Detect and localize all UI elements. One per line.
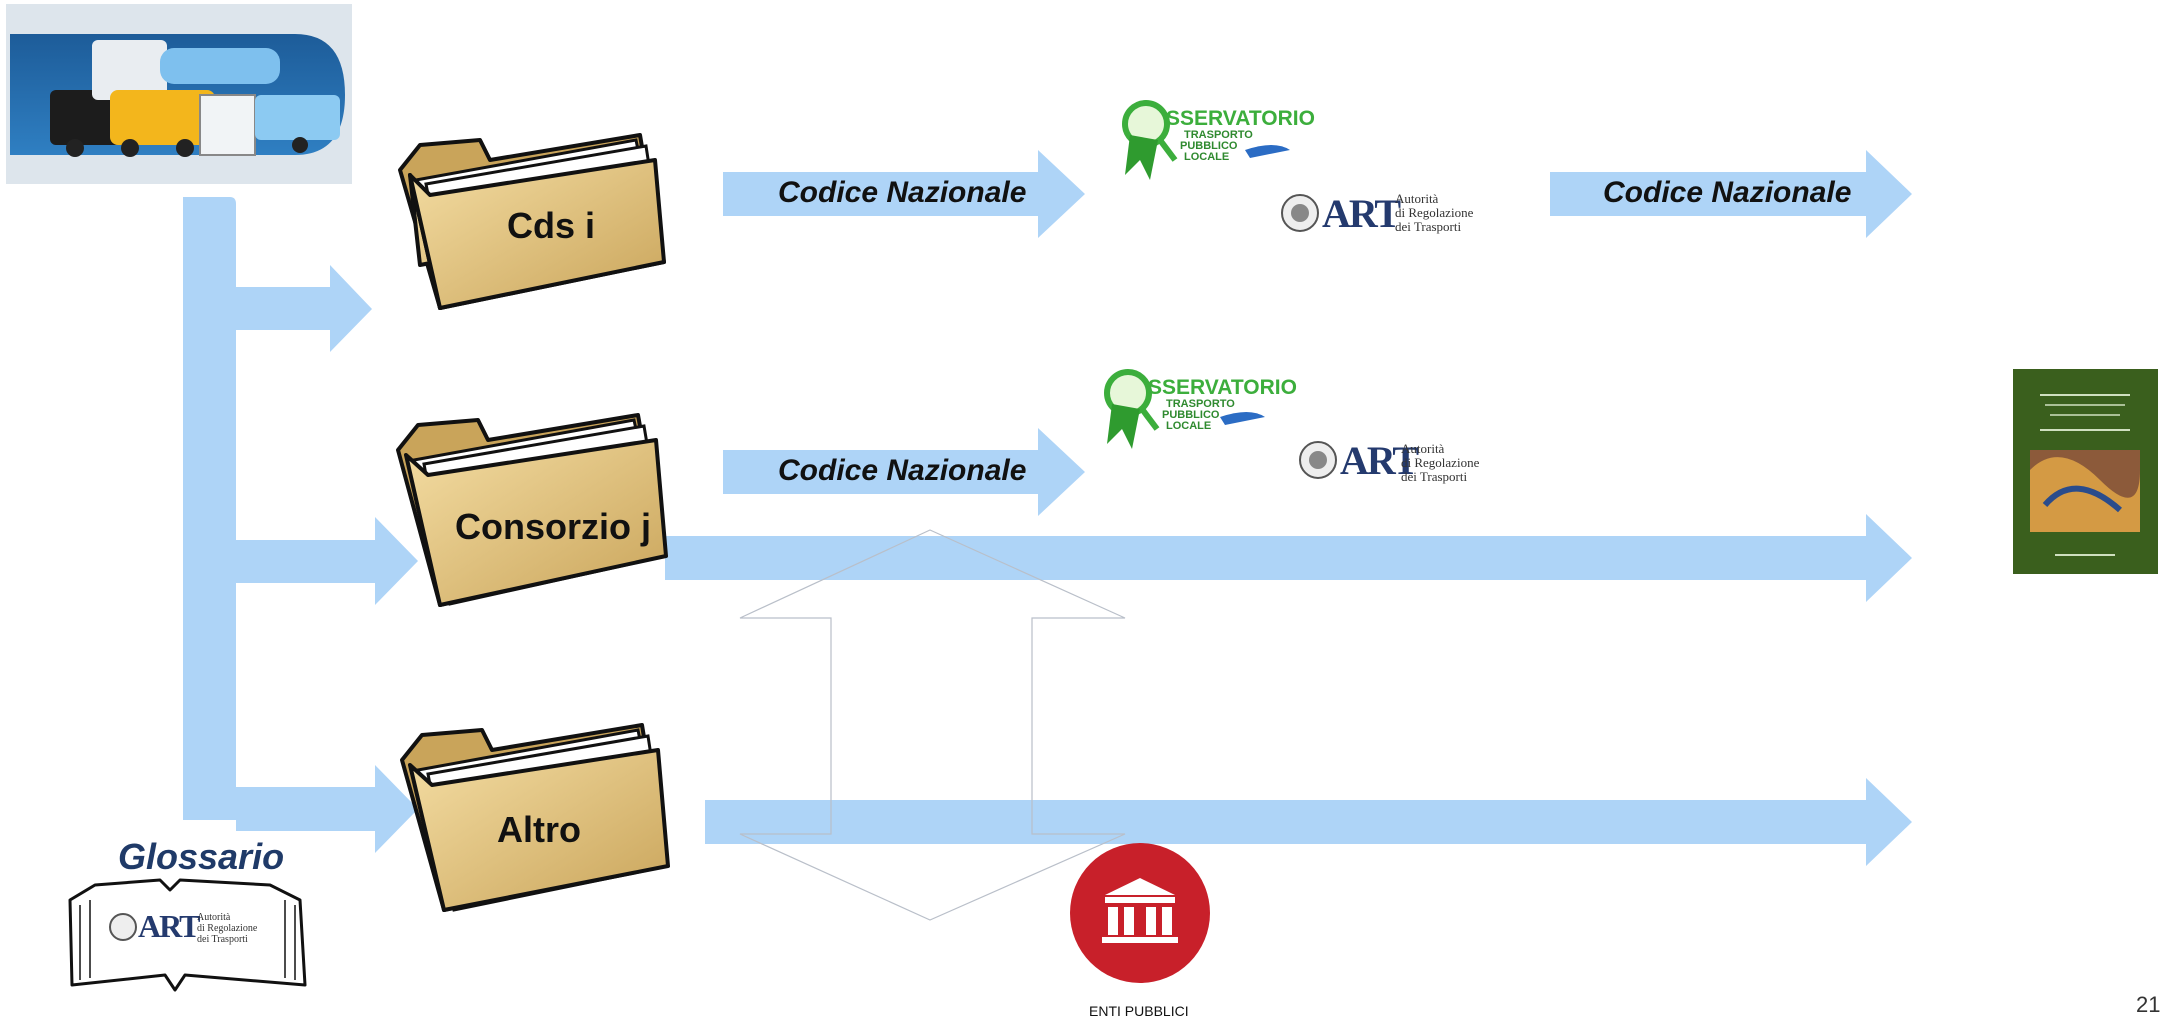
art-mark: ART <box>1322 191 1401 236</box>
branch-arrow-cds <box>236 265 372 352</box>
art-caption-2: Autorità di Regolazione dei Trasporti <box>1401 441 1480 484</box>
art-logo-1: ART <box>1322 190 1401 237</box>
osservatorio-title-2: SSERVATORIO <box>1148 376 1297 399</box>
glossario-art-caption: Autorità di Regolazione dei Trasporti <box>197 912 258 945</box>
outline-double-arrow <box>739 529 1126 921</box>
osservatorio-line2: PUBBLICO <box>1180 140 1238 152</box>
osservatorio-title: SSERVATORIO <box>1166 107 1315 130</box>
osservatorio-line3: LOCALE <box>1184 151 1230 163</box>
enti-pubblici-label: ENTI PUBBLICI <box>1089 1003 1189 1019</box>
osservatorio-logo-1 <box>1122 100 1290 180</box>
codice-nazionale-label-2: Codice Nazionale <box>1603 176 1852 209</box>
osservatorio-line1-2: TRASPORTO <box>1166 398 1235 410</box>
osservatorio-logo-text-2: SSERVATORIO TRASPORTO PUBBLICO LOCALE <box>1148 376 1297 432</box>
arrow-long-consorzio <box>665 514 1912 602</box>
conto-nazionale-book <box>2013 369 2158 574</box>
glossario-title[interactable]: Glossario <box>118 836 285 877</box>
osservatorio-logo-2 <box>1104 369 1265 449</box>
transport-vehicles-image <box>6 4 352 184</box>
folder-cds <box>398 133 666 310</box>
osservatorio-line3-2: LOCALE <box>1166 420 1212 432</box>
osservatorio-logo-text-1: SSERVATORIO TRASPORTO PUBBLICO LOCALE <box>1166 107 1315 163</box>
arrow-codice-3 <box>723 428 1085 516</box>
trunk-arrow <box>183 197 236 820</box>
art-emblem-2 <box>1299 441 1337 479</box>
folder-label-consorzio: Consorzio j <box>455 506 651 547</box>
folder-consorzio <box>396 413 668 607</box>
arrow-long-altro <box>705 778 1912 866</box>
glossario-book <box>68 878 307 992</box>
osservatorio-line1: TRASPORTO <box>1184 129 1253 141</box>
page-number: 21 <box>2136 992 2161 1017</box>
art-emblem-1 <box>1281 194 1319 232</box>
codice-nazionale-label-3: Codice Nazionale <box>778 454 1027 487</box>
arrow-codice-1 <box>723 150 1085 238</box>
art-logo-2: ART <box>1340 437 1419 484</box>
glossario-art-logo: ART <box>138 908 200 945</box>
branch-arrow-consorzio <box>236 517 418 605</box>
codice-nazionale-label-1: Codice Nazionale <box>778 176 1027 209</box>
art-mark-2: ART <box>1340 438 1419 483</box>
arrow-codice-2 <box>1550 150 1912 238</box>
folder-label-altro: Altro <box>497 809 581 850</box>
branch-arrow-altro <box>236 765 418 853</box>
osservatorio-line2-2: PUBBLICO <box>1162 409 1220 421</box>
art-caption-1: Autorità di Regolazione dei Trasporti <box>1395 191 1474 234</box>
folder-label-cds: Cds i <box>507 205 596 246</box>
enti-pubblici-icon <box>1070 843 1210 983</box>
folder-altro <box>400 723 670 912</box>
glossario-art-mark: ART <box>138 908 200 944</box>
